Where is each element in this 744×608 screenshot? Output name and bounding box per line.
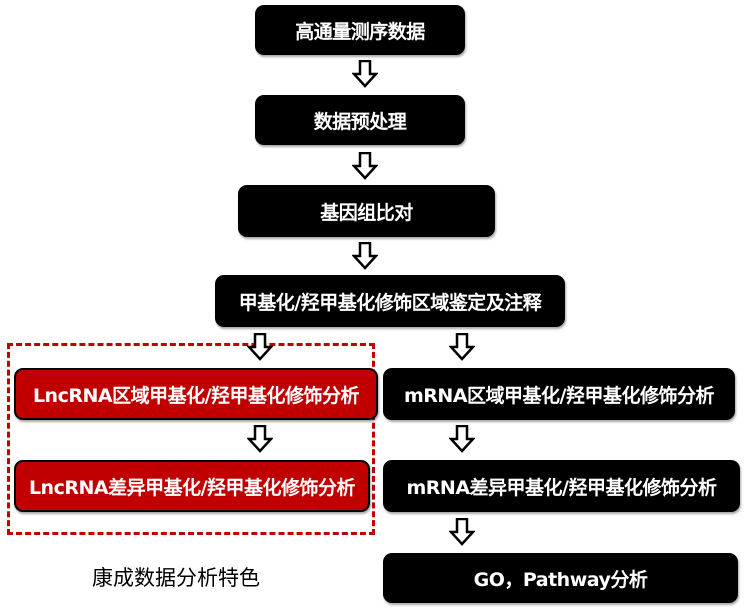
down-arrow-icon (247, 425, 273, 453)
down-arrow-icon (352, 242, 378, 270)
lncrna-region-analysis: LncRNA区域甲基化/羟甲基化修饰分析 (14, 368, 378, 420)
down-arrow-icon (352, 60, 378, 88)
step-region-identification: 甲基化/羟甲基化修饰区域鉴定及注释 (215, 275, 565, 327)
lncrna-differential-analysis: LncRNA差异甲基化/羟甲基化修饰分析 (14, 460, 370, 512)
down-arrow-icon (449, 518, 475, 546)
down-arrow-icon (247, 333, 273, 361)
step-genome-alignment: 基因组比对 (238, 185, 495, 237)
down-arrow-icon (352, 152, 378, 180)
step-preprocessing: 数据预处理 (255, 95, 465, 145)
highlight-dashed-frame (7, 343, 375, 535)
down-arrow-icon (449, 425, 475, 453)
feature-caption: 康成数据分析特色 (92, 566, 260, 590)
go-pathway-analysis: GO，Pathway分析 (383, 553, 738, 603)
mrna-differential-analysis: mRNA差异甲基化/羟甲基化修饰分析 (383, 460, 740, 512)
mrna-region-analysis: mRNA区域甲基化/羟甲基化修饰分析 (383, 368, 735, 420)
step-sequencing-data: 高通量测序数据 (255, 5, 465, 55)
down-arrow-icon (449, 333, 475, 361)
